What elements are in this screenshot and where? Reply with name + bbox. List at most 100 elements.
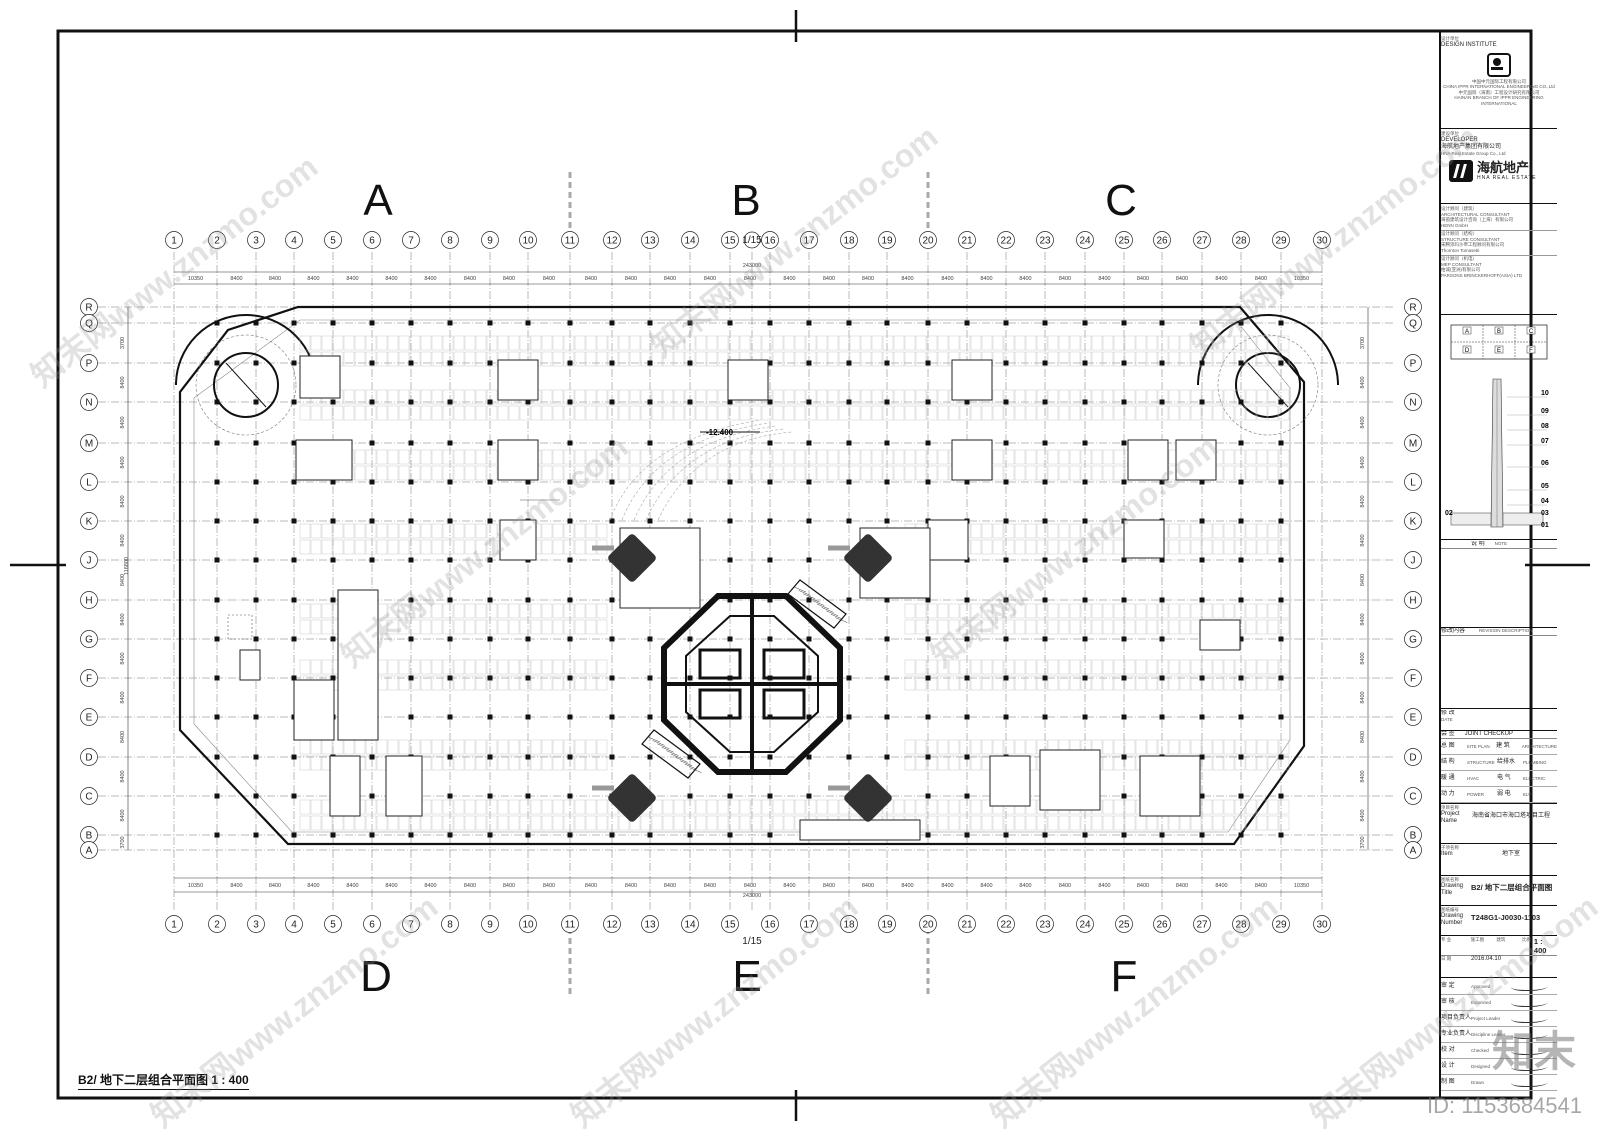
parking-stall: [508, 659, 520, 675]
parking-stall: [508, 619, 520, 635]
parking-stall: [310, 523, 322, 539]
parking-stall: [860, 449, 872, 465]
axis-bubble-label: 3: [253, 236, 259, 247]
axis-bubble-label: 24: [1079, 236, 1091, 247]
key-zone-d: D: [1465, 348, 1470, 354]
parking-stall: [475, 799, 487, 815]
parking-stall: [596, 755, 608, 771]
parking-stall: [464, 351, 476, 367]
parking-stall: [1036, 523, 1048, 539]
parking-stall: [783, 449, 795, 465]
parking-stall: [1124, 389, 1136, 405]
structural-column: [806, 754, 812, 760]
key-level-03: 03: [1541, 510, 1549, 517]
parking-stall: [530, 619, 542, 635]
axis-bubble-label: 6: [369, 920, 375, 931]
parking-stall: [1036, 815, 1048, 831]
parking-stall: [530, 659, 542, 675]
parking-stall: [695, 351, 707, 367]
parking-stall: [1091, 675, 1103, 691]
structural-column: [525, 832, 531, 838]
parking-stall: [717, 815, 729, 831]
structural-column: [567, 714, 573, 720]
parking-stall: [453, 603, 465, 619]
structural-column: [1238, 832, 1244, 838]
parking-stall: [695, 449, 707, 465]
dimension-label-top: 10350: [188, 276, 203, 282]
structural-column: [1003, 597, 1009, 603]
dimension-label-top: 8400: [1176, 276, 1188, 282]
parking-stall: [695, 405, 707, 421]
parking-stall: [1234, 815, 1246, 831]
parking-stall: [1190, 815, 1202, 831]
structural-column: [1278, 360, 1284, 366]
structural-column: [447, 557, 453, 563]
parking-stall: [1223, 389, 1235, 405]
structural-column: [1121, 479, 1127, 485]
parking-stall: [1135, 389, 1147, 405]
parking-stall: [728, 465, 740, 481]
parking-stall: [398, 389, 410, 405]
parking-stall: [904, 619, 916, 635]
parking-stall: [552, 675, 564, 691]
parking-stall: [1179, 815, 1191, 831]
axis-bubble-ring: [603, 915, 621, 933]
parking-stall: [1168, 659, 1180, 675]
structural-column: [408, 360, 414, 366]
structural-column: [609, 479, 615, 485]
hna-logo: 海航地产 HNA REAL ESTATE: [1449, 160, 1557, 182]
structural-column: [806, 636, 812, 642]
room: [293, 679, 335, 741]
parking-stall: [1003, 335, 1015, 351]
parking-stall: [1003, 389, 1015, 405]
parking-stall: [365, 523, 377, 539]
parking-stall: [1278, 659, 1290, 675]
handwritten-signature-icon: [1511, 1030, 1547, 1039]
parking-stall: [937, 465, 949, 481]
parking-stall: [1014, 815, 1026, 831]
parking-stall: [552, 523, 564, 539]
dimension-label-top: 8400: [269, 276, 281, 282]
parking-stall: [915, 603, 927, 619]
parking-stall: [541, 523, 553, 539]
parking-stall: [486, 815, 498, 831]
dimension-label-bottom: 8400: [783, 883, 795, 889]
parking-stall: [431, 539, 443, 555]
structural-column: [330, 597, 336, 603]
developer-section: 建设单位 DEVELOPER 海航地产集团有限公司 HNA Real Estat…: [1441, 131, 1557, 204]
developer-name-cn: 海航地产集团有限公司: [1441, 143, 1502, 150]
parking-stall: [519, 815, 531, 831]
structural-column: [687, 399, 693, 405]
core-shaft: [762, 688, 806, 720]
parking-stall: [1267, 755, 1279, 771]
drive-aisle-outline: [193, 319, 1291, 833]
parking-stall: [904, 675, 916, 691]
parking-stall: [794, 465, 806, 481]
parking-stall: [695, 815, 707, 831]
axis-bubble-row: Q: [1404, 314, 1422, 332]
parking-stall: [915, 755, 927, 771]
parking-stall: [1113, 405, 1125, 421]
room: [385, 755, 423, 817]
parking-stall: [684, 815, 696, 831]
parking-stall: [1223, 335, 1235, 351]
axis-bubble-row: H: [80, 591, 98, 609]
drawing-number-label-en: Drawing Number: [1441, 912, 1464, 926]
parking-stall: [1212, 351, 1224, 367]
parking-stall: [332, 815, 344, 831]
parking-stall: [926, 405, 938, 421]
structural-column: [1082, 714, 1088, 720]
structural-column: [884, 360, 890, 366]
parking-stall: [574, 351, 586, 367]
axis-bubble-col: 24: [1076, 231, 1094, 249]
axis-bubble-label: G: [85, 635, 93, 646]
structural-column: [687, 360, 693, 366]
parking-stall: [1146, 335, 1158, 351]
axis-bubble-ring: [919, 231, 937, 249]
key-level-07: 07: [1541, 438, 1549, 445]
parking-stall: [992, 603, 1004, 619]
parking-stall: [596, 799, 608, 815]
axis-bubble-label: J: [87, 556, 92, 567]
axis-bubble-ring: [1404, 787, 1422, 805]
